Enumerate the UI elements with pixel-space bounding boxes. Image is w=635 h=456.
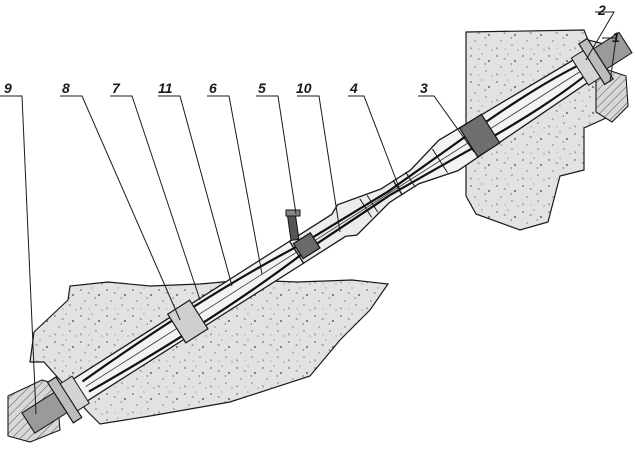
callout-10: 10 xyxy=(296,80,312,96)
callout-1: 1 xyxy=(612,29,620,45)
callout-7: 7 xyxy=(112,80,121,96)
callout-5: 5 xyxy=(258,80,266,96)
leader-lines xyxy=(0,11,617,415)
callout-6: 6 xyxy=(209,80,217,96)
tendon-assembly xyxy=(21,31,633,434)
grout-tube xyxy=(285,209,301,241)
spacer-upper xyxy=(458,113,501,158)
left-anchor-head xyxy=(21,391,68,434)
callout-3: 3 xyxy=(420,80,428,96)
callout-4: 4 xyxy=(349,80,358,96)
callout-11: 11 xyxy=(158,80,173,96)
coupler-block xyxy=(292,231,321,260)
callout-2: 2 xyxy=(597,2,606,18)
spacer-lower xyxy=(166,299,209,344)
callout-9: 9 xyxy=(4,80,12,96)
callout-8: 8 xyxy=(62,80,70,96)
right-anchor-head xyxy=(592,31,633,70)
